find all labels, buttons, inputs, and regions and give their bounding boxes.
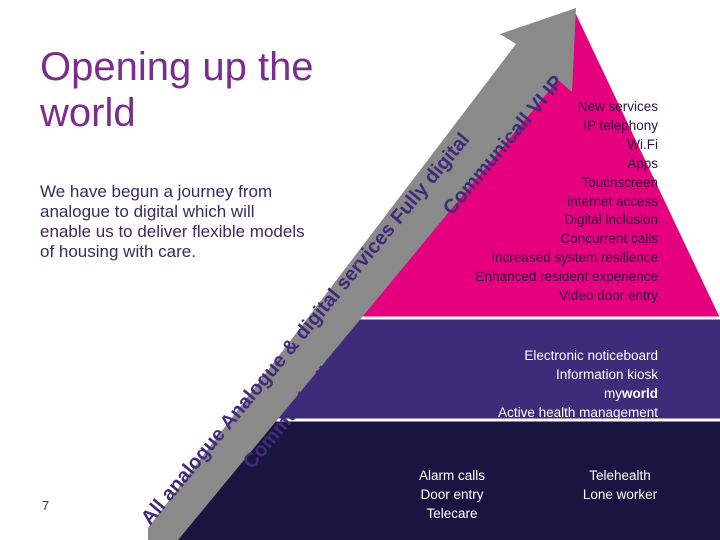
top-feature-list: New services IP telephony Wi.Fi Apps Tou… (476, 98, 658, 306)
bottom-feature-list-right: Telehealth Lone worker (560, 466, 680, 504)
list-item: Concurrent calls (560, 231, 658, 247)
list-item: Electronic noticeboard (524, 348, 658, 363)
list-item: internet access (567, 193, 658, 209)
list-item: Active health management (498, 405, 658, 420)
list-item: Apps (627, 155, 658, 171)
list-item: Telecare (426, 506, 478, 521)
list-item: Video door entry (559, 288, 658, 304)
list-item: Lone worker (582, 487, 658, 502)
list-item: New services (577, 99, 658, 114)
list-item: Touchscreen (581, 174, 658, 190)
list-item-myworld: myworld (498, 384, 658, 403)
list-item: Alarm calls (418, 468, 485, 483)
page-number: 7 (42, 498, 50, 513)
list-item: Enhanced resident experience (475, 269, 658, 285)
list-item: Information kiosk (555, 367, 658, 382)
list-item: Digital inclusion (564, 212, 658, 228)
growth-arrow (148, 8, 576, 540)
band-communicall-vi-ip (340, 10, 720, 318)
bottom-feature-list-left: Alarm calls Door entry Telecare (392, 466, 512, 523)
band-communicall-vi (232, 318, 720, 420)
myworld-suffix: world (622, 386, 658, 401)
list-item: Telehealth (589, 468, 651, 483)
list-item: Door entry (420, 487, 484, 502)
myworld-prefix: my (604, 386, 622, 401)
list-item: IP telephony (583, 117, 658, 133)
page-title: Opening up the world (40, 45, 314, 135)
list-item: Increased system resilience (491, 250, 658, 266)
mid-feature-list: Electronic noticeboard Information kiosk… (498, 346, 658, 422)
band-analogue (148, 420, 720, 540)
intro-text: We have begun a journey from analogue to… (40, 182, 305, 261)
list-item: Wi.Fi (627, 136, 658, 152)
